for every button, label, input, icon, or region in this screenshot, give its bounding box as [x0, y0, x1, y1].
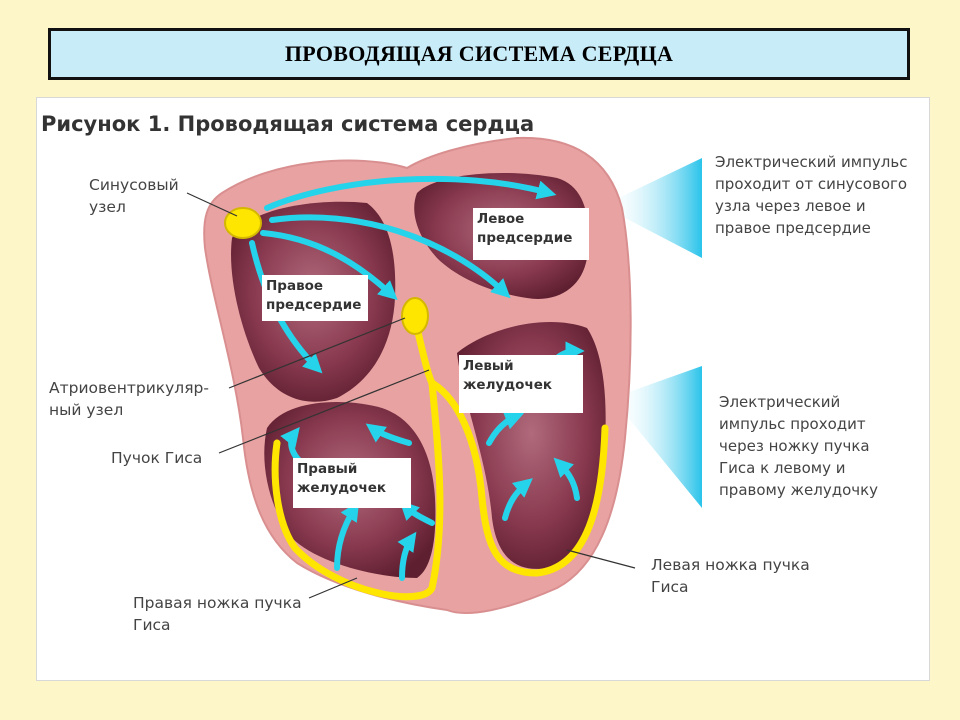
left-atrium-label: Левое предсердие [473, 208, 589, 260]
impulse-arrow [502, 478, 533, 521]
right-atrium-label: Правое предсердие [262, 275, 368, 321]
right-bundle-branch [271, 379, 444, 601]
impulse-arrow [264, 175, 557, 211]
ventricle-impulse-note: Электрический импульс проходит через нож… [719, 393, 879, 499]
impulse-arrow [365, 423, 412, 446]
slide-title-box: ПРОВОДЯЩАЯ СИСТЕМА СЕРДЦА [48, 28, 910, 80]
figure-panel: Рисунок 1. Проводящая система сердца [36, 97, 930, 681]
av-node [401, 297, 429, 335]
left-ventricle-label: Левый желудочек [459, 355, 583, 413]
impulse-arrow [260, 230, 398, 301]
impulse-arrows [249, 175, 585, 581]
figure-caption: Рисунок 1. Проводящая система сердца [41, 112, 535, 136]
leader-lines [186, 192, 636, 599]
leader-right-branch [308, 577, 358, 599]
impulse-arrow [397, 531, 417, 581]
leader-left-branch [566, 549, 636, 569]
callout-atria [602, 158, 702, 258]
callout-ventricles [612, 366, 702, 508]
sinus-node [224, 207, 262, 239]
left-branch-label: Левая ножка пучка Гиса [651, 556, 810, 596]
av-node-label: Атриовентрикуляр- ный узел [49, 379, 209, 419]
leader-his [218, 369, 430, 454]
left-bundle-branch [428, 379, 609, 577]
atria-impulse-note: Электрический импульс проходит от синусо… [715, 153, 908, 237]
right-ventricle-label: Правый желудочек [293, 458, 411, 508]
right-branch-label: Правая ножка пучка Гиса [133, 594, 302, 634]
slide-title: ПРОВОДЯЩАЯ СИСТЕМА СЕРДЦА [284, 41, 674, 66]
sinus-node-label: Синусовый узел [89, 176, 179, 216]
impulse-arrow [269, 214, 511, 299]
his-bundle-label: Пучок Гиса [111, 449, 203, 467]
leader-sinus [186, 192, 238, 217]
impulse-arrow [486, 411, 525, 446]
leader-av [228, 317, 406, 389]
impulse-arrow [334, 501, 360, 571]
impulse-arrow [553, 457, 580, 501]
